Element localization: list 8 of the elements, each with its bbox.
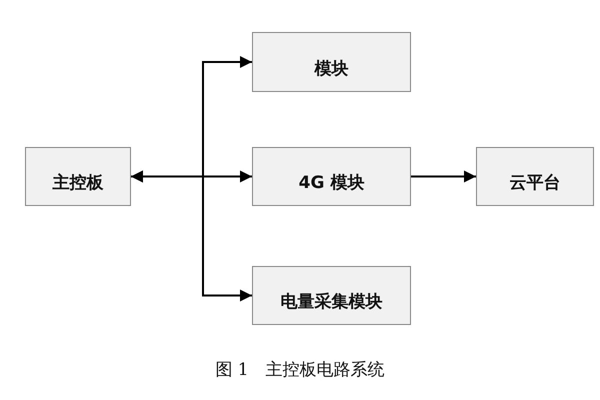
block-box: 电量采集模块 (252, 266, 411, 325)
arrow (131, 170, 252, 302)
figure-caption: 图 1 主控板电路系统 (214, 359, 386, 381)
block-box: 模块 (252, 32, 411, 92)
block-box: 主控板 (25, 147, 131, 206)
arrow (411, 170, 476, 182)
block-box: 4G 模块 (252, 147, 411, 206)
block-box: 云平台 (476, 147, 594, 206)
